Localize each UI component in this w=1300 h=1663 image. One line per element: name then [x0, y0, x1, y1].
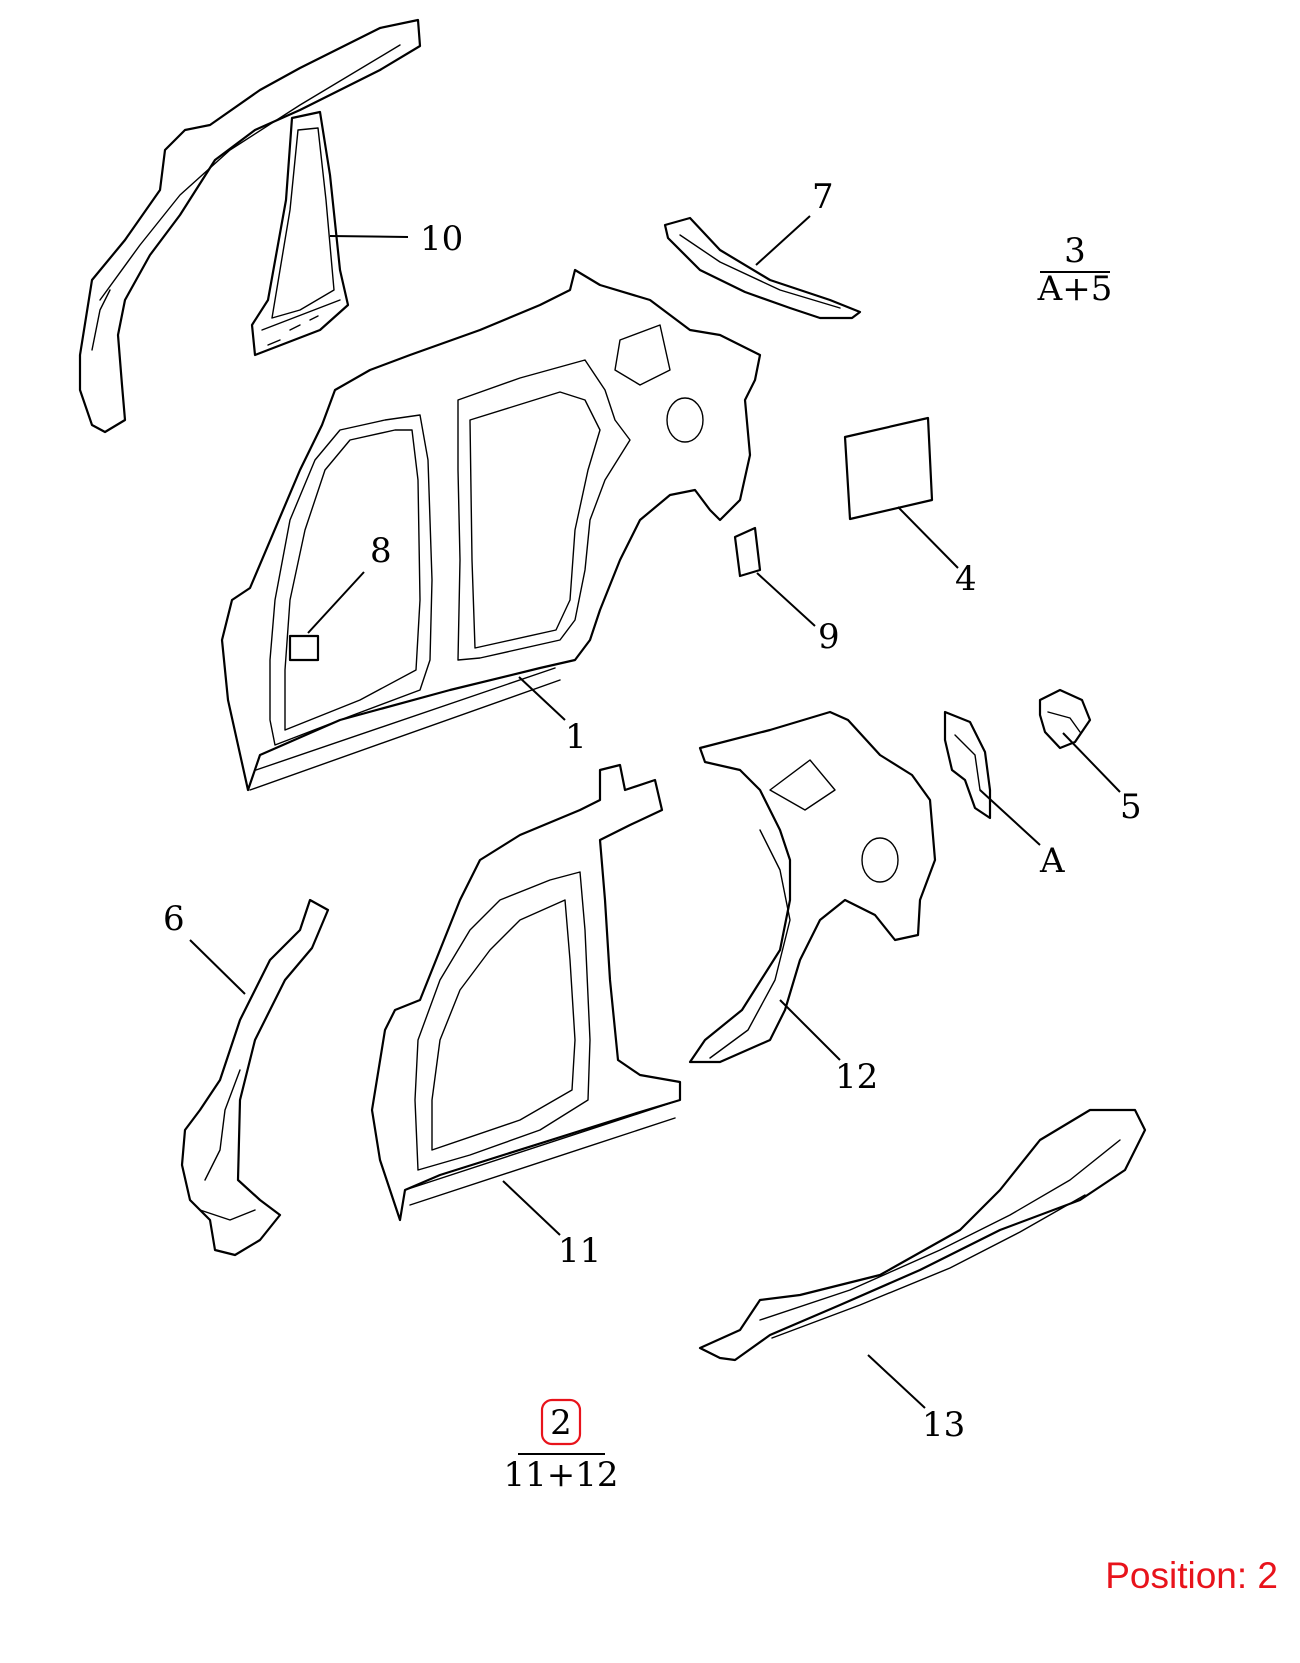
part-6-a-pillar-reinforcement[interactable]	[180, 898, 330, 1257]
part-1-body-side-outer[interactable]	[220, 268, 762, 792]
assembly-3-fraction[interactable]: 3 A+5	[1037, 231, 1113, 309]
assembly-2-highlight-box	[540, 1398, 582, 1446]
callout-a[interactable]: A	[1039, 841, 1065, 881]
assembly-2-fraction[interactable]: 2 11+12	[503, 1398, 619, 1495]
callout-7[interactable]: 7	[812, 177, 834, 217]
leader-7	[755, 215, 811, 266]
part-8-small-bracket[interactable]	[288, 634, 320, 662]
part-10-pillar-frame[interactable]	[78, 18, 422, 434]
callout-11[interactable]: 11	[558, 1231, 601, 1271]
callout-1[interactable]: 1	[565, 717, 587, 757]
part-5-bracket[interactable]	[1038, 688, 1092, 750]
assembly-3-numerator: 3	[1064, 231, 1086, 271]
position-indicator: Position: 2	[1105, 1555, 1278, 1596]
callout-6[interactable]: 6	[163, 899, 185, 939]
callout-5[interactable]: 5	[1120, 787, 1142, 827]
leader-4	[897, 506, 959, 569]
callout-8[interactable]: 8	[370, 531, 392, 571]
leader-5	[1062, 732, 1121, 793]
leader-8	[307, 571, 365, 634]
callout-9[interactable]: 9	[818, 617, 840, 657]
part-4-panel[interactable]	[843, 416, 934, 521]
callout-4[interactable]: 4	[955, 559, 977, 599]
assembly-3-denominator: A+5	[1037, 269, 1113, 309]
callout-12[interactable]: 12	[835, 1057, 878, 1097]
part-a-gusset[interactable]	[943, 710, 992, 820]
callout-13[interactable]: 13	[922, 1405, 965, 1445]
assembly-2-denominator: 11+12	[503, 1455, 618, 1495]
part-13-rocker-sill[interactable]	[698, 1108, 1147, 1362]
part-9-small-pad[interactable]	[733, 526, 762, 578]
leader-1	[518, 676, 566, 721]
leader-6	[189, 939, 246, 995]
part-7-roof-rail-reinforcement[interactable]	[663, 216, 862, 320]
assembly-2-numerator: 2	[550, 1403, 572, 1443]
leader-a	[979, 789, 1041, 846]
leader-12	[779, 999, 841, 1061]
part-12-rear-quarter[interactable]	[688, 710, 937, 1064]
leader-10	[329, 235, 409, 238]
leader-11	[502, 1180, 561, 1236]
leader-9	[756, 572, 816, 627]
callout-10[interactable]: 10	[420, 219, 463, 259]
part-11-front-side-outer[interactable]	[370, 763, 682, 1222]
leader-13	[867, 1354, 926, 1409]
